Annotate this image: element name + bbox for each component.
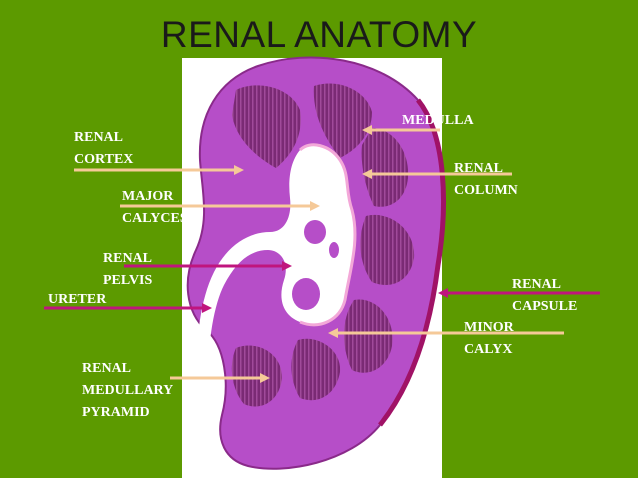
ureter-tube (202, 299, 217, 401)
label-renal-column: RENAL COLUMN (454, 161, 518, 198)
label-renal-cortex: RENAL CORTEX (74, 130, 134, 167)
pyramid (360, 214, 415, 285)
pyramid (313, 83, 372, 158)
medullary-pyramids (231, 83, 415, 407)
label-renal-pelvis: RENAL PELVIS (103, 251, 153, 288)
label-ureter: URETER (48, 292, 107, 307)
label-renal-capsule: RENAL CAPSULE (512, 277, 578, 314)
pyramid (231, 345, 282, 407)
pyramid (232, 85, 301, 168)
calyx-blobs (292, 220, 339, 310)
capsule-edge (378, 98, 446, 427)
label-medulla: MEDULLA (402, 113, 474, 128)
pyramid (291, 338, 341, 401)
label-minor-calyx: MINOR CALYX (464, 320, 514, 357)
pyramid (361, 128, 409, 207)
label-arrows (44, 125, 600, 383)
label-major-calyces: MAJOR CALYCES (122, 189, 188, 226)
pyramid (344, 299, 393, 373)
page-title: RENAL ANATOMY (160, 14, 478, 55)
label-renal-medullary-pyramid: RENAL MEDULLARY PYRAMID (82, 361, 174, 420)
